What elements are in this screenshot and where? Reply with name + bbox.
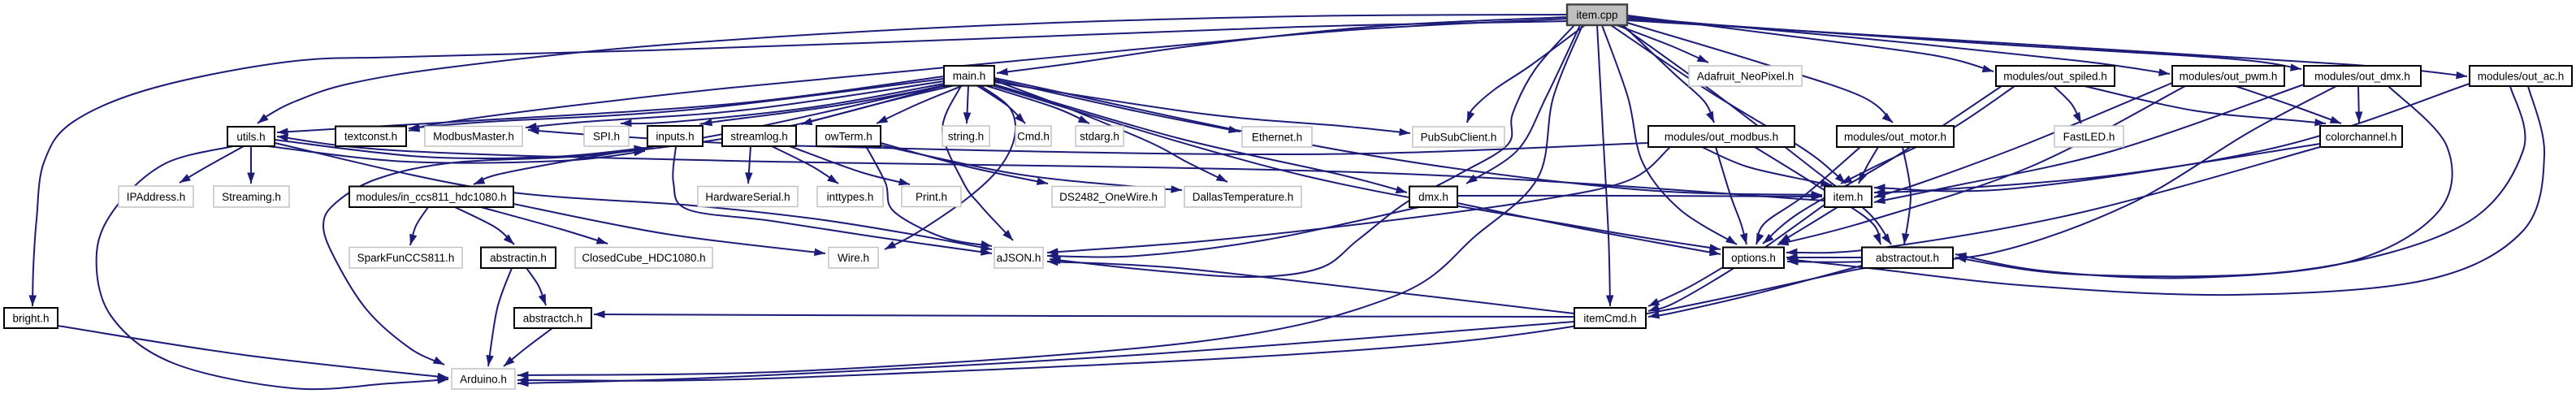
svg-text:abstractin.h: abstractin.h: [490, 252, 547, 264]
svg-text:HardwareSerial.h: HardwareSerial.h: [705, 191, 790, 203]
svg-text:streamlog.h: streamlog.h: [730, 130, 788, 142]
svg-text:modules/out_spiled.h: modules/out_spiled.h: [2003, 70, 2107, 82]
svg-text:modules/out_motor.h: modules/out_motor.h: [1844, 131, 1946, 143]
svg-text:inttypes.h: inttypes.h: [827, 191, 874, 203]
svg-text:Cmd.h: Cmd.h: [1017, 130, 1050, 142]
svg-text:DS2482_OneWire.h: DS2482_OneWire.h: [1059, 191, 1158, 203]
svg-text:modules/in_ccs811_hdc1080.h: modules/in_ccs811_hdc1080.h: [356, 191, 506, 203]
svg-text:Print.h: Print.h: [916, 191, 947, 203]
svg-text:modules/out_pwm.h: modules/out_pwm.h: [2180, 70, 2278, 82]
svg-text:Wire.h: Wire.h: [838, 252, 869, 264]
svg-text:Streaming.h: Streaming.h: [222, 191, 281, 203]
svg-text:itemCmd.h: itemCmd.h: [1583, 312, 1636, 324]
svg-text:SPI.h: SPI.h: [593, 131, 620, 143]
svg-text:stdarg.h: stdarg.h: [1080, 130, 1119, 142]
svg-text:Ethernet.h: Ethernet.h: [1252, 131, 1302, 143]
svg-text:inputs.h: inputs.h: [656, 130, 694, 142]
svg-text:modules/out_modbus.h: modules/out_modbus.h: [1665, 131, 1778, 143]
svg-text:Arduino.h: Arduino.h: [460, 373, 507, 385]
svg-text:options.h: options.h: [1731, 252, 1776, 264]
svg-text:utils.h: utils.h: [236, 131, 265, 143]
svg-text:owTerm.h: owTerm.h: [825, 130, 872, 142]
svg-text:IPAddress.h: IPAddress.h: [127, 191, 186, 203]
svg-text:DallasTemperature.h: DallasTemperature.h: [1193, 191, 1294, 203]
svg-text:FastLED.h: FastLED.h: [2063, 131, 2115, 143]
svg-text:dmx.h: dmx.h: [1418, 191, 1448, 203]
svg-text:bright.h: bright.h: [12, 312, 49, 324]
svg-text:textconst.h: textconst.h: [344, 131, 397, 143]
svg-text:aJSON.h: aJSON.h: [997, 252, 1041, 264]
svg-text:ModbusMaster.h: ModbusMaster.h: [433, 131, 514, 143]
svg-text:ClosedCube_HDC1080.h: ClosedCube_HDC1080.h: [582, 252, 705, 264]
svg-text:item.cpp: item.cpp: [1576, 9, 1617, 21]
svg-text:modules/out_dmx.h: modules/out_dmx.h: [2314, 70, 2410, 82]
svg-text:modules/out_ac.h: modules/out_ac.h: [2478, 70, 2565, 82]
svg-text:abstractch.h: abstractch.h: [523, 312, 583, 324]
svg-text:item.h: item.h: [1834, 191, 1864, 203]
svg-text:colorchannel.h: colorchannel.h: [2326, 131, 2397, 143]
svg-text:SparkFunCCS811.h: SparkFunCCS811.h: [357, 252, 455, 264]
svg-text:abstractout.h: abstractout.h: [1876, 252, 1939, 264]
svg-text:PubSubClient.h: PubSubClient.h: [1421, 131, 1497, 143]
svg-text:Adafruit_NeoPixel.h: Adafruit_NeoPixel.h: [1697, 70, 1794, 82]
svg-text:main.h: main.h: [953, 70, 986, 82]
svg-text:string.h: string.h: [948, 130, 984, 142]
